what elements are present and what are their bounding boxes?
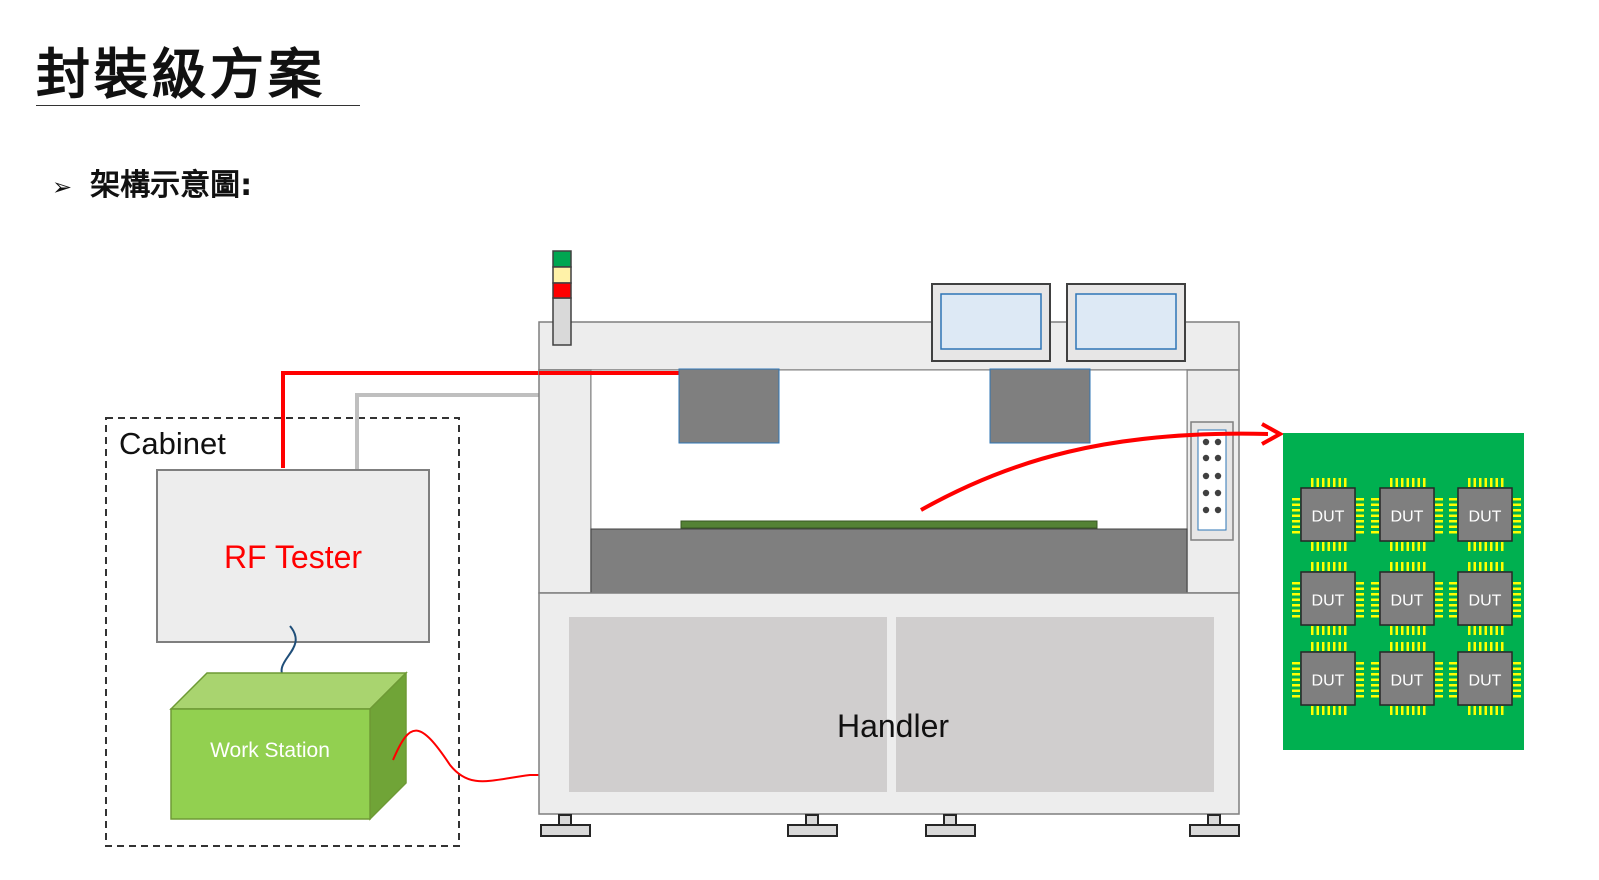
chip-body xyxy=(1300,571,1356,626)
signal-light-green xyxy=(552,250,572,268)
signal-light-yellow xyxy=(552,266,572,284)
chip-body xyxy=(1457,571,1513,626)
dut-label: DUT xyxy=(1312,509,1345,526)
chip-pins xyxy=(1449,562,1521,635)
dut-label: DUT xyxy=(1312,673,1345,690)
cabinet-boundary xyxy=(105,417,460,847)
work-station xyxy=(170,708,371,820)
flow-arrow xyxy=(920,431,1269,512)
dut-label: DUT xyxy=(1312,593,1345,610)
dut-label: DUT xyxy=(1469,673,1502,690)
page-title: 封裝級方案 xyxy=(36,43,326,106)
bullet-arrow-icon: ➢ xyxy=(52,173,73,201)
handler-left-post xyxy=(538,369,592,594)
dut-chip: DUT xyxy=(1292,562,1364,635)
handler-label: Handler xyxy=(837,708,949,744)
signal-light-red xyxy=(552,282,572,299)
dut-chip: DUT xyxy=(1371,642,1443,715)
side-port-inner xyxy=(1197,429,1227,531)
section-heading: ➢ 架構示意圖: xyxy=(52,160,252,204)
handler-panel-right xyxy=(896,617,1214,792)
chip-body xyxy=(1300,651,1356,706)
work-station-top xyxy=(169,672,408,710)
flow-arrow-head xyxy=(1261,422,1285,446)
pick-head-left xyxy=(678,368,780,444)
dut-chip: DUT xyxy=(1292,642,1364,715)
signal-tower-pole xyxy=(552,297,572,346)
chip-body xyxy=(1379,571,1435,626)
chip-pins xyxy=(1371,562,1443,635)
dut-chip: DUT xyxy=(1449,478,1521,551)
port-holes xyxy=(1202,438,1222,514)
section-heading-text: 架構示意圖: xyxy=(90,168,253,203)
handler-feet xyxy=(540,814,1240,837)
dut-grid: DUT DUT DUT DUT DUT DUT DUT DUT DUT xyxy=(1292,478,1521,715)
title-underline xyxy=(36,105,360,106)
dut-chip: DUT xyxy=(1371,478,1443,551)
chip-pins xyxy=(1292,478,1364,551)
dut-chip: DUT xyxy=(1371,562,1443,635)
work-bed xyxy=(590,528,1188,594)
rf-tester-label: RF Tester xyxy=(224,539,362,575)
chip-pins xyxy=(1371,478,1443,551)
chip-body xyxy=(1379,651,1435,706)
dut-label: DUT xyxy=(1391,593,1424,610)
chip-pins xyxy=(1449,478,1521,551)
chip-pins xyxy=(1371,642,1443,715)
chip-body xyxy=(1379,487,1435,542)
chip-body xyxy=(1300,487,1356,542)
workstation-handler-cable xyxy=(392,729,540,783)
dut-label: DUT xyxy=(1469,593,1502,610)
monitor-left-screen xyxy=(940,293,1042,350)
rf-tester xyxy=(156,469,430,643)
chip-body xyxy=(1457,487,1513,542)
dut-label: DUT xyxy=(1469,509,1502,526)
dut-chip: DUT xyxy=(1449,562,1521,635)
chip-pins xyxy=(1292,562,1364,635)
chip-body xyxy=(1457,651,1513,706)
pick-head-right xyxy=(989,368,1091,444)
chip-pins xyxy=(1292,642,1364,715)
dut-chip: DUT xyxy=(1449,642,1521,715)
cabinet-label: Cabinet xyxy=(119,426,226,461)
chip-pins xyxy=(1449,642,1521,715)
handler-panel-left xyxy=(569,617,887,792)
dut-label: DUT xyxy=(1391,673,1424,690)
dut-chip: DUT xyxy=(1292,478,1364,551)
work-station-label: Work Station xyxy=(210,739,330,762)
dut-label: DUT xyxy=(1391,509,1424,526)
test-board-strip xyxy=(680,520,1098,529)
monitor-right-screen xyxy=(1075,293,1177,350)
